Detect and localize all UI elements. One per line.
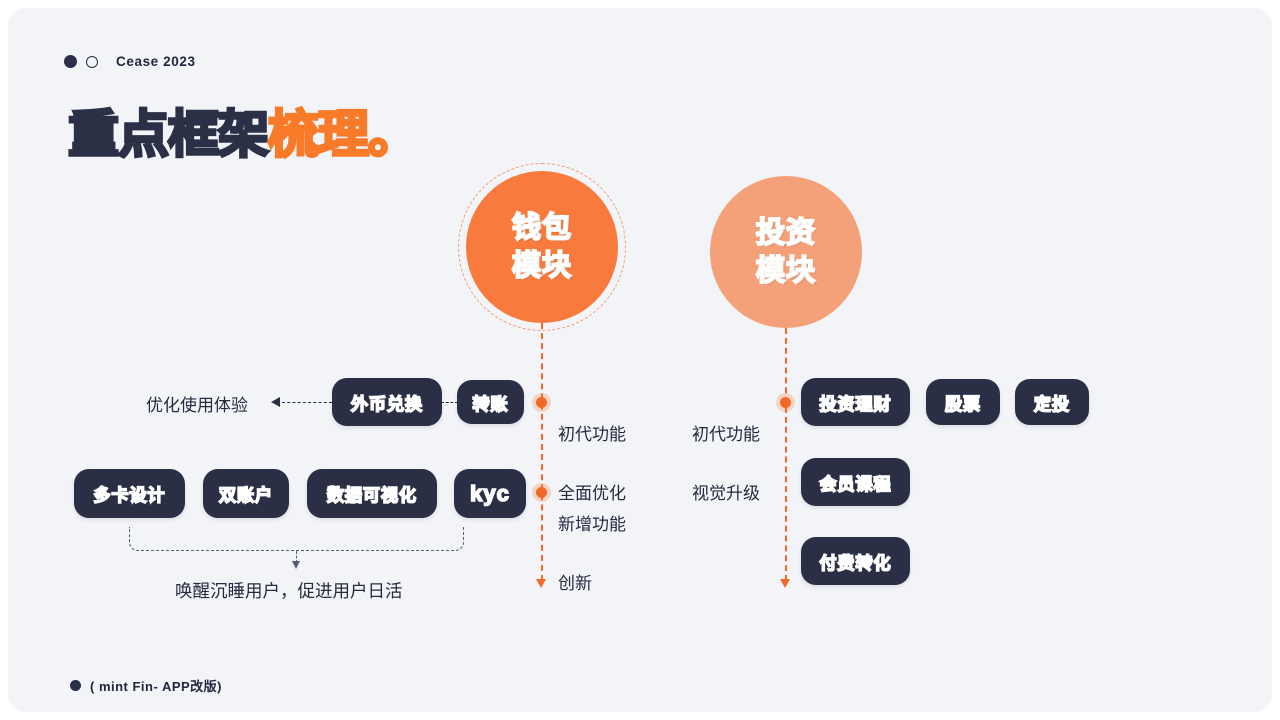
wallet-circle-line1: 钱包 [511,211,572,245]
footer-label: ( mint Fin- APP改版) [90,679,223,694]
footer-dot-icon [70,680,81,691]
pill-invest-wealth[interactable]: 投资理财 [801,378,910,426]
pill-invest-paid-conversion[interactable]: 付费转化 [801,537,910,585]
pill-wallet-data-viz[interactable]: 数据可视化 [307,469,437,518]
wallet-row2-caption: 唤醒沉睡用户，促进用户日活 [175,581,403,601]
wallet-circle-line2: 模块 [511,249,572,283]
wallet-node-dot-1 [536,397,547,408]
page-title-orange: 梳理。 [267,106,421,163]
hollow-dot-icon [86,55,98,68]
header-label: Cease 2023 [116,54,196,69]
wallet-note-1: 初代功能 全面优化 [558,390,626,539]
slide-canvas: Cease 2023 重点框架梳理。 钱包 模块 投资 模块 初代功能 全面优化… [8,8,1272,712]
invest-node-dot-1 [780,397,791,408]
invest-timeline-axis [785,328,787,581]
filled-dot-icon [64,55,77,68]
outcome-connector-line [282,402,332,403]
wallet-note-2: 新增功能 创新 [558,480,626,629]
page-title: 重点框架梳理。 [66,106,421,163]
bracket-arrow-icon [292,561,300,569]
row2-bracket-connector [129,527,464,551]
pill-invest-member-course[interactable]: 会员课程 [801,458,910,506]
wallet-outcome-label: 优化使用体验 [146,396,248,415]
pill-wallet-dual-account[interactable]: 双账户 [203,469,289,518]
outcome-arrow-icon [271,397,280,407]
invest-note-1-line1: 初代功能 [692,424,760,444]
invest-circle-line2: 模块 [755,254,816,288]
invest-module-circle[interactable]: 投资 模块 [710,176,862,328]
header: Cease 2023 [64,54,196,69]
invest-note-1: 初代功能 视觉升级 [692,390,760,539]
pill-invest-stocks[interactable]: 股票 [926,379,1000,425]
pill-wallet-transfer[interactable]: 转账 [457,380,524,424]
wallet-axis-arrow-icon [536,579,546,588]
wallet-note-2-line1: 新增功能 [558,514,626,534]
wallet-note-1-line2: 全面优化 [558,484,626,504]
wallet-module-circle[interactable]: 钱包 模块 [466,171,618,323]
invest-circle-line1: 投资 [755,216,816,250]
invest-axis-arrow-icon [780,579,790,588]
wallet-note-2-line2: 创新 [558,574,592,594]
pill-connector-line [441,402,458,403]
wallet-node-dot-2 [536,487,547,498]
pill-wallet-multicard[interactable]: 多卡设计 [74,469,185,518]
page-title-dark: 重点框架 [66,106,270,163]
invest-note-1-line2: 视觉升级 [692,484,760,504]
wallet-timeline-axis [541,323,543,581]
wallet-note-1-line1: 初代功能 [558,424,626,444]
pill-wallet-forex[interactable]: 外币兑换 [332,378,442,426]
bracket-stem-line [296,551,297,563]
footer: ( mint Fin- APP改版) [70,676,222,695]
pill-invest-sip[interactable]: 定投 [1015,379,1089,425]
pill-wallet-kyc[interactable]: kyc [454,469,526,518]
